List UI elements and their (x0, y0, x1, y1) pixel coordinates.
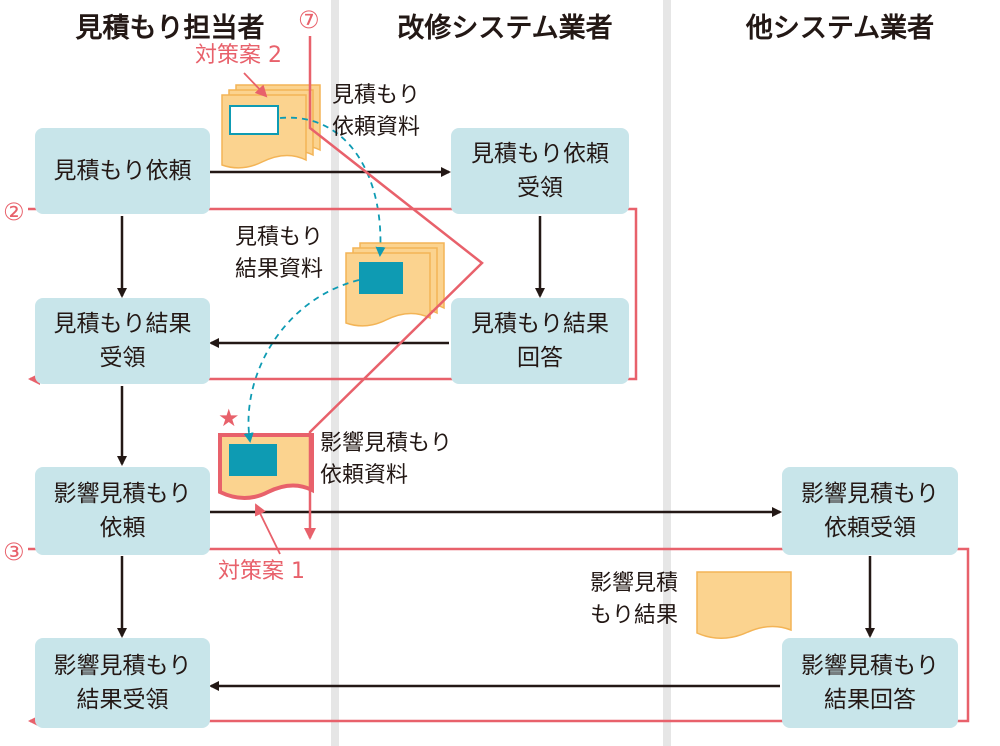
label-impact-request-document: 影響見積もり 依頼資料 (320, 431, 453, 488)
impact-request-document (218, 433, 314, 500)
label-impact-result-document: 影響見積 もり結果 (590, 571, 679, 628)
box-impact-request-received: 影響見積もり 依頼受領 (782, 467, 958, 555)
path-7 (304, 36, 484, 540)
plan2-pointer (243, 72, 268, 98)
lane-divider-1 (331, 0, 339, 746)
lane-header-modifying-vendor: 改修システム業者 (397, 13, 613, 44)
label-request-document: 見積もり 依頼資料 (332, 83, 421, 140)
label-result-document: 見積もり 結果資料 (235, 225, 324, 282)
lane-header-estimator: 見積もり担当者 (75, 13, 265, 44)
plan1-pointer (255, 503, 281, 555)
lane-divider-2 (663, 0, 671, 746)
request-document-stack (221, 84, 321, 169)
box-estimate-result-answer: 見積もり結果 回答 (451, 298, 629, 384)
lane-header-other-vendor: 他システム業者 (745, 13, 935, 44)
marker-circle-3: ③ (3, 538, 25, 566)
result-document-stack (345, 242, 445, 327)
box-impact-result-received: 影響見積もり 結果受領 (35, 638, 210, 728)
marker-circle-2: ② (3, 198, 25, 226)
label-countermeasure-2: 対策案 2 (195, 43, 282, 68)
copy-arrow-result-to-impact (243, 279, 360, 443)
copy-arrow-request-to-result (279, 116, 386, 257)
star-icon: ★ (218, 404, 240, 432)
box-impact-result-answer: 影響見積もり 結果回答 (782, 638, 958, 728)
loop-2 (28, 207, 638, 385)
loop-3 (28, 547, 970, 727)
label-countermeasure-1: 対策案 1 (218, 559, 305, 584)
impact-result-document (696, 571, 792, 639)
box-impact-estimate-request: 影響見積もり 依頼 (35, 467, 210, 555)
box-estimate-result-received: 見積もり結果 受領 (35, 298, 210, 384)
box-estimate-request: 見積もり依頼 (35, 128, 210, 214)
box-estimate-request-received: 見積もり依頼 受領 (451, 128, 629, 214)
marker-circle-7: ⑦ (298, 6, 320, 34)
